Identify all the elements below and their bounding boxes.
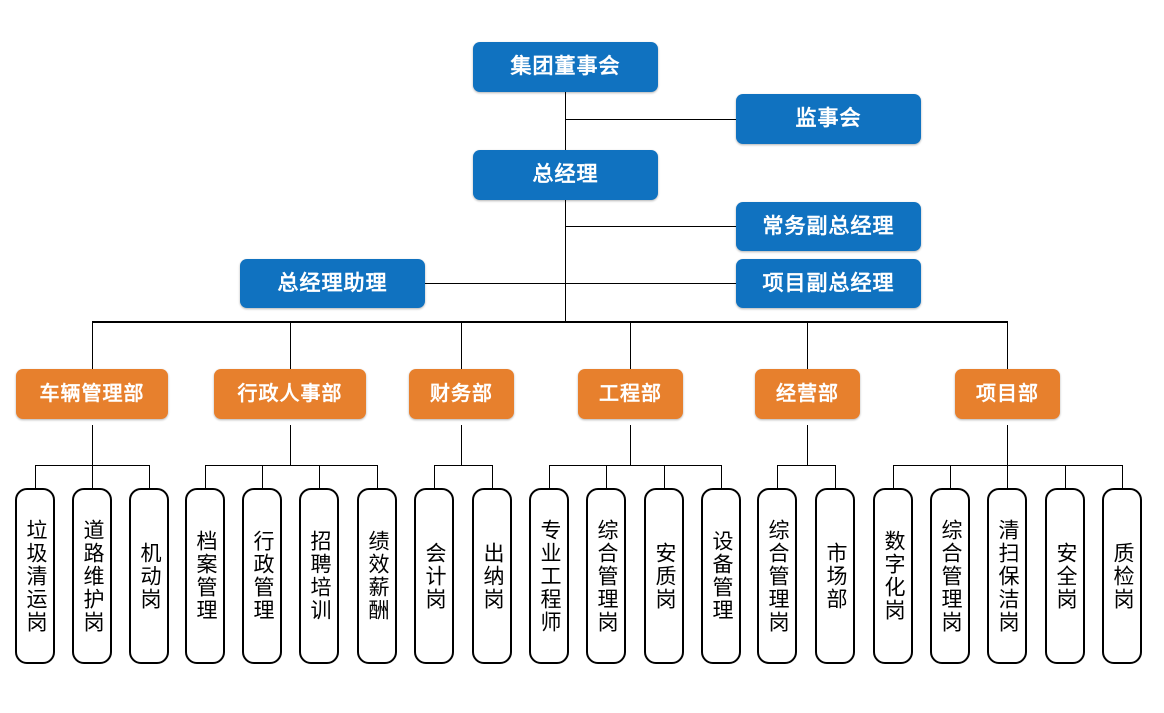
connector-gm-trunk <box>565 199 566 322</box>
connector-dept-6-leaf-3 <box>1007 465 1008 489</box>
leaf-position[interactable]: 综合管理岗 <box>930 488 970 664</box>
connector-dept-4-leaf-4 <box>721 465 722 489</box>
connector-dept-3-leaf-1 <box>434 465 435 489</box>
leaf-position[interactable]: 出纳岗 <box>472 488 512 664</box>
connector-bus-to-dept-1 <box>92 321 93 369</box>
node-board-of-supervisors[interactable]: 监事会 <box>736 94 921 144</box>
node-department-finance[interactable]: 财务部 <box>409 369 514 419</box>
connector-dept-2-stem <box>290 425 291 466</box>
leaf-position[interactable]: 市场部 <box>815 488 855 664</box>
leaf-position[interactable]: 会计岗 <box>414 488 454 664</box>
connector-dept-6-stem <box>1007 425 1008 466</box>
connector-bus-to-dept-3 <box>461 321 462 369</box>
leaf-position[interactable]: 安全岗 <box>1045 488 1085 664</box>
connector-dept-2-bus <box>205 465 378 466</box>
leaf-position[interactable]: 质检岗 <box>1102 488 1142 664</box>
connector-dept-2-leaf-2 <box>262 465 263 489</box>
leaf-position[interactable]: 道路维护岗 <box>72 488 112 664</box>
connector-dept-1-leaf-2 <box>92 465 93 489</box>
node-gm-assistant[interactable]: 总经理助理 <box>240 259 425 308</box>
connector-dept-3-bus <box>434 465 493 466</box>
connector-dept-5-stem <box>807 425 808 466</box>
connector-dept-4-leaf-3 <box>664 465 665 489</box>
connector-dept-3-leaf-2 <box>492 465 493 489</box>
connector-dept-1-stem <box>92 425 93 466</box>
connector-board-to-gm <box>565 92 566 150</box>
connector-board-to-supervisors <box>565 119 736 120</box>
node-department-vehicle-management[interactable]: 车辆管理部 <box>16 369 168 419</box>
node-board-of-directors[interactable]: 集团董事会 <box>473 42 658 92</box>
connector-gm-to-project-deputy <box>565 283 736 284</box>
connector-dept-2-leaf-1 <box>205 465 206 489</box>
connector-dept-5-leaf-2 <box>835 465 836 489</box>
connector-bus-to-dept-5 <box>807 321 808 369</box>
connector-dept-4-leaf-2 <box>606 465 607 489</box>
connector-dept-6-leaf-2 <box>950 465 951 489</box>
leaf-position[interactable]: 招聘培训 <box>299 488 339 664</box>
connector-dept-4-bus <box>549 465 722 466</box>
leaf-position[interactable]: 垃圾清运岗 <box>15 488 55 664</box>
leaf-position[interactable]: 行政管理 <box>242 488 282 664</box>
connector-dept-4-stem <box>630 425 631 466</box>
leaf-position[interactable]: 档案管理 <box>185 488 225 664</box>
connector-dept-6-leaf-1 <box>893 465 894 489</box>
leaf-position[interactable]: 清扫保洁岗 <box>987 488 1027 664</box>
connector-dept-3-stem <box>461 425 462 466</box>
leaf-position[interactable]: 综合管理岗 <box>757 488 797 664</box>
connector-dept-1-leaf-3 <box>149 465 150 489</box>
node-department-engineering[interactable]: 工程部 <box>578 369 683 419</box>
node-project-deputy-gm[interactable]: 项目副总经理 <box>736 259 921 308</box>
connector-gm-to-exec-deputy <box>565 226 736 227</box>
node-department-administration-hr[interactable]: 行政人事部 <box>214 369 366 419</box>
connector-dept-5-leaf-1 <box>777 465 778 489</box>
connector-dept-2-leaf-3 <box>319 465 320 489</box>
department-bus <box>92 321 1008 323</box>
connector-dept-6-leaf-5 <box>1122 465 1123 489</box>
connector-dept-4-leaf-1 <box>549 465 550 489</box>
node-general-manager[interactable]: 总经理 <box>473 150 658 200</box>
connector-dept-1-leaf-1 <box>35 465 36 489</box>
connector-gm-assistant-to-trunk <box>425 283 566 284</box>
connector-dept-2-leaf-4 <box>377 465 378 489</box>
connector-dept-5-bus <box>777 465 836 466</box>
leaf-position[interactable]: 机动岗 <box>129 488 169 664</box>
node-department-project[interactable]: 项目部 <box>955 369 1060 419</box>
leaf-position[interactable]: 绩效薪酬 <box>357 488 397 664</box>
leaf-position[interactable]: 设备管理 <box>701 488 741 664</box>
connector-dept-6-leaf-4 <box>1065 465 1066 489</box>
connector-bus-to-dept-6 <box>1007 321 1008 369</box>
leaf-position[interactable]: 专业工程师 <box>529 488 569 664</box>
leaf-position[interactable]: 综合管理岗 <box>586 488 626 664</box>
connector-bus-to-dept-4 <box>630 321 631 369</box>
connector-bus-to-dept-2 <box>290 321 291 369</box>
leaf-position[interactable]: 安质岗 <box>644 488 684 664</box>
leaf-position[interactable]: 数字化岗 <box>873 488 913 664</box>
node-department-operations[interactable]: 经营部 <box>755 369 860 419</box>
node-executive-deputy-gm[interactable]: 常务副总经理 <box>736 202 921 251</box>
